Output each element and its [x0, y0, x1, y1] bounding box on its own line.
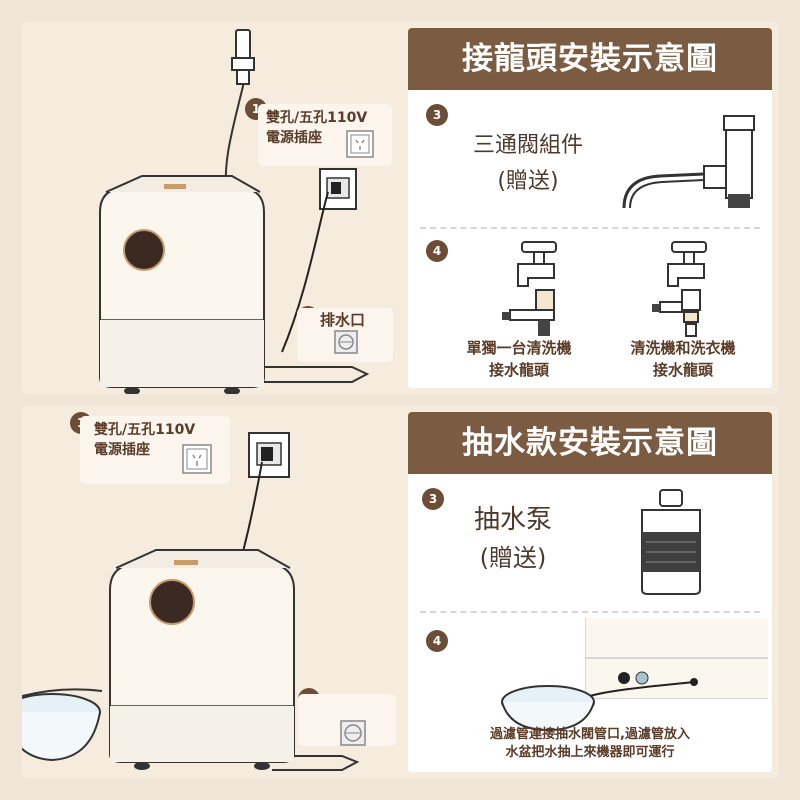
pump-connection-icon: [501, 618, 768, 732]
wall-outlet-icon: [319, 168, 357, 210]
pump-label: 抽水泵: [473, 505, 552, 535]
pump-install-illustration: 1 雙孔/五孔110V 電源插座: [22, 406, 407, 778]
step-4-badge: 4: [426, 240, 448, 262]
divider: [420, 227, 760, 229]
drain-outlet-icon: [334, 330, 358, 354]
pump-caption-line2: 水盆把水抽上來機器即可運行: [505, 745, 675, 760]
pump-free-label: (贈送): [479, 544, 547, 572]
faucet-install-card: 接龍頭安裝示意圖 3 三通閥組件 (贈送) 4: [408, 28, 772, 388]
water-basin-icon: [22, 693, 101, 762]
three-way-valve-icon: [622, 115, 755, 209]
caption-single-line1: 單獨一台清洗機: [466, 339, 572, 357]
faucet-dual-icon: [652, 241, 707, 337]
washer-machine-icon: [109, 549, 295, 770]
caption-dual-line1: 清洗機和洗衣機: [630, 339, 736, 357]
power-socket-label-line1: 雙孔/五孔110V: [266, 110, 368, 126]
faucet-install-panel: 1 雙孔/五孔110V 電源插座: [22, 22, 778, 394]
power-socket-label-line1: 雙孔/五孔110V: [94, 422, 196, 438]
pump-install-card: 抽水款安裝示意圖 3 抽水泵 (贈送) 4 過濾管連接抽水閥管口,過濾管放入 水…: [408, 412, 772, 772]
power-socket-label-line2: 電源插座: [266, 130, 322, 146]
power-cord-icon: [262, 191, 370, 383]
power-socket-icon: [182, 444, 212, 474]
divider: [420, 611, 760, 613]
three-way-valve-label: 三通閥組件: [472, 133, 583, 158]
faucet-install-illustration: 1 雙孔/五孔110V 電源插座: [22, 22, 407, 394]
caption-dual-line2: 接水龍頭: [652, 361, 713, 379]
pump-caption-line1: 過濾管連接抽水閥管口,過濾管放入: [490, 727, 690, 742]
drain-outlet-icon: [340, 720, 366, 746]
faucet-single-icon: [502, 241, 557, 336]
step-4-badge: 4: [426, 630, 448, 652]
power-socket-label-line2: 電源插座: [94, 442, 150, 458]
three-way-valve-free-label: (贈送): [497, 169, 559, 194]
step-3-badge: 3: [422, 488, 444, 510]
caption-single-line2: 接水龍頭: [488, 361, 549, 379]
water-pump-icon: [641, 489, 701, 595]
faucet-install-title: 接龍頭安裝示意圖: [408, 28, 772, 90]
wall-outlet-icon: [248, 432, 290, 478]
pump-install-title: 抽水款安裝示意圖: [408, 412, 772, 474]
washer-machine-icon: [99, 175, 265, 394]
step-3-badge: 3: [426, 104, 448, 126]
drain-label: 排水口: [320, 311, 366, 329]
pump-install-panel: 1 雙孔/五孔110V 電源插座: [22, 406, 778, 778]
power-socket-icon: [346, 130, 374, 158]
